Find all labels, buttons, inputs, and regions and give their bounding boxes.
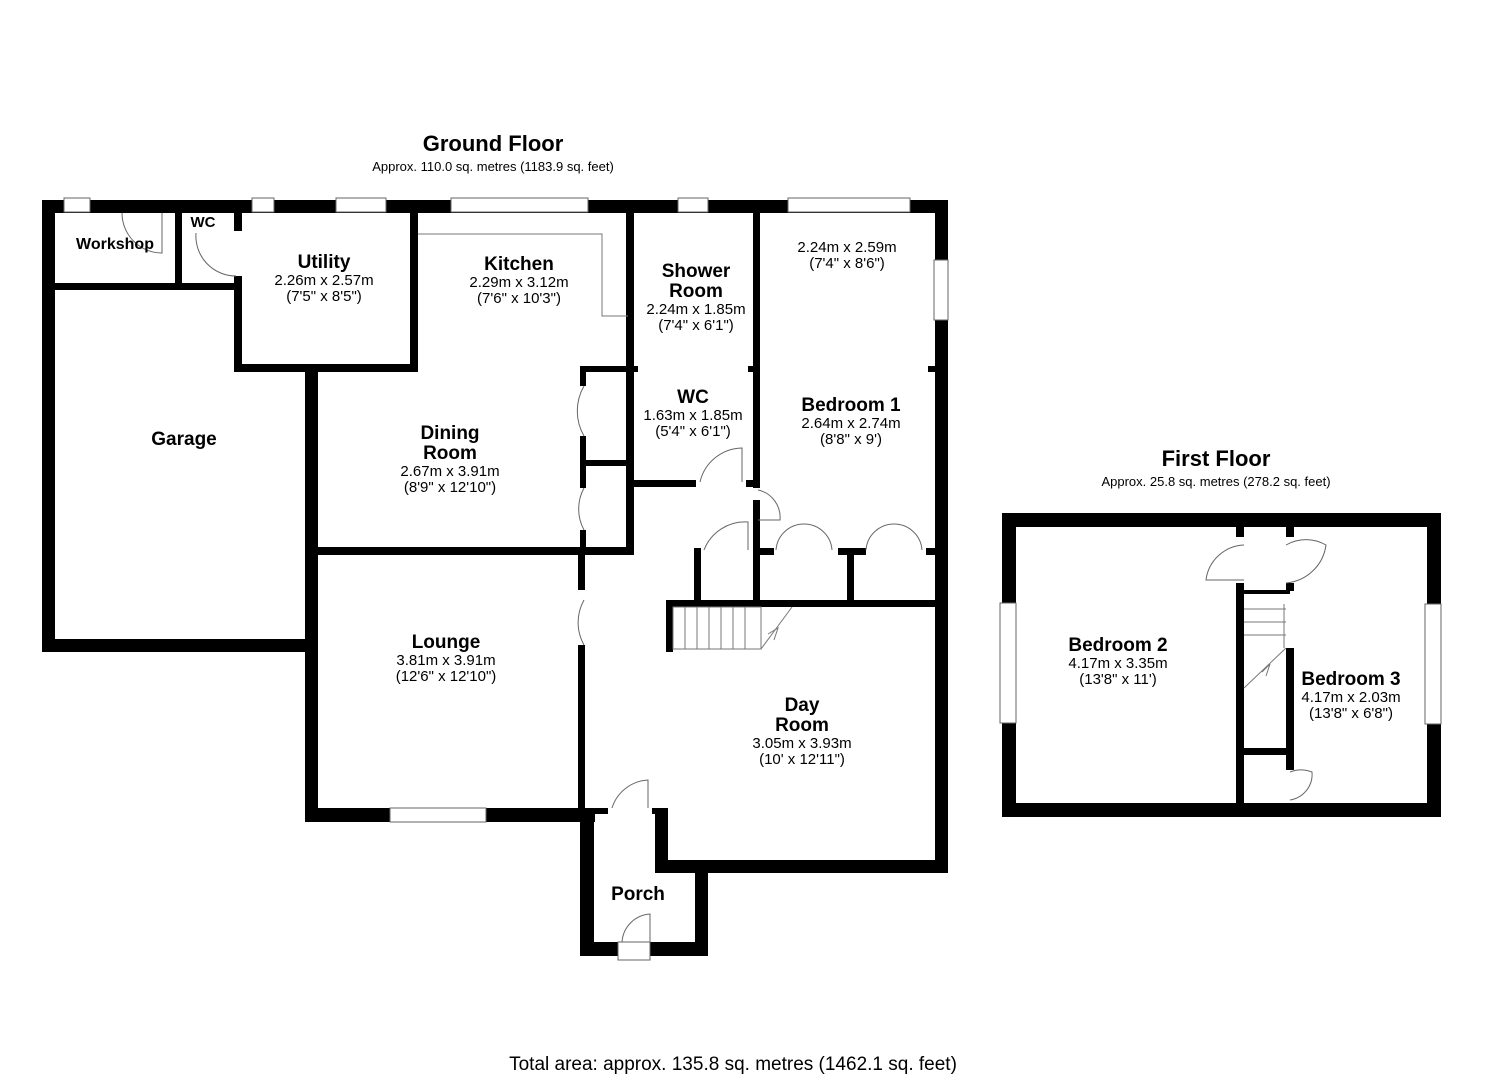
room-name: Kitchen xyxy=(484,254,554,275)
room-name-line2: Room xyxy=(669,280,723,302)
room-name-line2: Room xyxy=(423,442,477,464)
room-dimensions-metric: 2.26m x 2.57m xyxy=(274,271,374,289)
room-dimensions-imperial: (8'8" x 9') xyxy=(820,430,882,448)
room-workshop: Workshop xyxy=(76,236,154,254)
room-kitchen: Kitchen 2.29m x 3.12m (7'6" x 10'3") xyxy=(469,255,568,306)
room-dimensions-imperial: (7'5" x 8'5") xyxy=(286,287,362,305)
room-dimensions-metric: 2.24m x 2.59m xyxy=(797,239,897,256)
total-area: Total area: approx. 135.8 sq. metres (14… xyxy=(509,1054,957,1075)
room-bedroom-2: Bedroom 2 4.17m x 3.35m (13'8" x 11') xyxy=(1068,636,1167,687)
room-dimensions-metric: 2.64m x 2.74m xyxy=(801,414,901,432)
room-dimensions-metric: 4.17m x 3.35m xyxy=(1068,654,1168,672)
room-bedroom-3: Bedroom 3 4.17m x 2.03m (13'8" x 6'8") xyxy=(1301,670,1400,721)
room-name: Porch xyxy=(611,884,665,905)
room-dimensions-imperial: (7'6" x 10'3") xyxy=(477,289,561,307)
room-shower-room: Shower Room 2.24m x 1.85m (7'4" x 6'1") xyxy=(646,262,745,333)
first-floor-doors-stairs xyxy=(1205,539,1327,801)
room-dimensions-metric: 2.67m x 3.91m xyxy=(400,462,500,480)
room-wc: WC 1.63m x 1.85m (5'4" x 6'1") xyxy=(643,388,742,439)
ground-floor-windows xyxy=(63,197,949,961)
room-porch: Porch xyxy=(611,885,665,905)
room-dimensions-imperial: (13'8" x 11') xyxy=(1079,670,1157,688)
room-dimensions-imperial: (7'4" x 8'6") xyxy=(809,254,885,272)
room-dimensions-metric: 2.24m x 1.85m xyxy=(646,300,746,318)
room-wc-small: WC xyxy=(191,215,216,231)
room-name-line2: Room xyxy=(775,714,829,736)
ground-floor-title: Ground Floor xyxy=(422,131,564,156)
room-dimensions-metric: 3.05m x 3.93m xyxy=(752,734,852,752)
room-lounge: Lounge 3.81m x 3.91m (12'6" x 12'10") xyxy=(396,633,497,684)
room-bedroom-1: Bedroom 1 2.64m x 2.74m (8'8" x 9') xyxy=(801,396,900,447)
room-dimensions-metric: 2.29m x 3.12m xyxy=(469,273,569,291)
room-name-line1: Day xyxy=(784,695,820,716)
first-floor-area: Approx. 25.8 sq. metres (278.2 sq. feet) xyxy=(1101,474,1331,489)
room-name: Lounge xyxy=(411,632,481,653)
room-dimensions-imperial: (12'6" x 12'10") xyxy=(395,667,497,685)
room-dining-room: Dining Room 2.67m x 3.91m (8'9" x 12'10"… xyxy=(400,424,499,495)
room-name-line1: Shower xyxy=(661,261,731,282)
room-name: Bedroom 3 xyxy=(1301,669,1401,690)
room-name: WC xyxy=(677,387,709,408)
room-dimensions-metric: 3.81m x 3.91m xyxy=(396,651,496,669)
ground-floor-heading: Ground Floor Approx. 110.0 sq. metres (1… xyxy=(372,131,614,174)
room-dimensions-imperial: (8'9" x 12'10") xyxy=(403,478,497,496)
ground-floor-doors xyxy=(121,212,923,943)
room-dimensions-imperial: (10' x 12'11") xyxy=(759,750,845,768)
room-name: Workshop xyxy=(76,236,154,253)
ground-floor-area: Approx. 110.0 sq. metres (1183.9 sq. fee… xyxy=(372,159,614,174)
room-dimensions-imperial: (7'4" x 6'1") xyxy=(658,316,734,334)
ground-floor-walls xyxy=(42,200,948,956)
ground-floor-stairs xyxy=(672,606,793,650)
room-dimensions-imperial: (13'8" x 6'8") xyxy=(1309,704,1393,722)
first-floor-windows xyxy=(999,602,1442,725)
room-name: Bedroom 1 xyxy=(801,395,901,416)
room-garage: Garage xyxy=(151,430,216,450)
room-name: Utility xyxy=(297,252,351,273)
first-floor-heading: First Floor Approx. 25.8 sq. metres (278… xyxy=(1101,446,1330,489)
room-name: Bedroom 2 xyxy=(1068,635,1168,656)
room-name: WC xyxy=(190,214,216,231)
room-dimensions-metric: 4.17m x 2.03m xyxy=(1301,688,1401,706)
room-dimensions-metric: 1.63m x 1.85m xyxy=(643,406,743,424)
room-ensuite-area: 2.24m x 2.59m (7'4" x 8'6") xyxy=(797,240,896,272)
first-floor-title: First Floor xyxy=(1161,446,1271,471)
room-name: Garage xyxy=(151,429,217,450)
room-name-line1: Dining xyxy=(420,423,480,444)
room-day-room: Day Room 3.05m x 3.93m (10' x 12'11") xyxy=(752,696,851,767)
room-dimensions-imperial: (5'4" x 6'1") xyxy=(655,422,731,440)
room-utility: Utility 2.26m x 2.57m (7'5" x 8'5") xyxy=(274,253,373,304)
